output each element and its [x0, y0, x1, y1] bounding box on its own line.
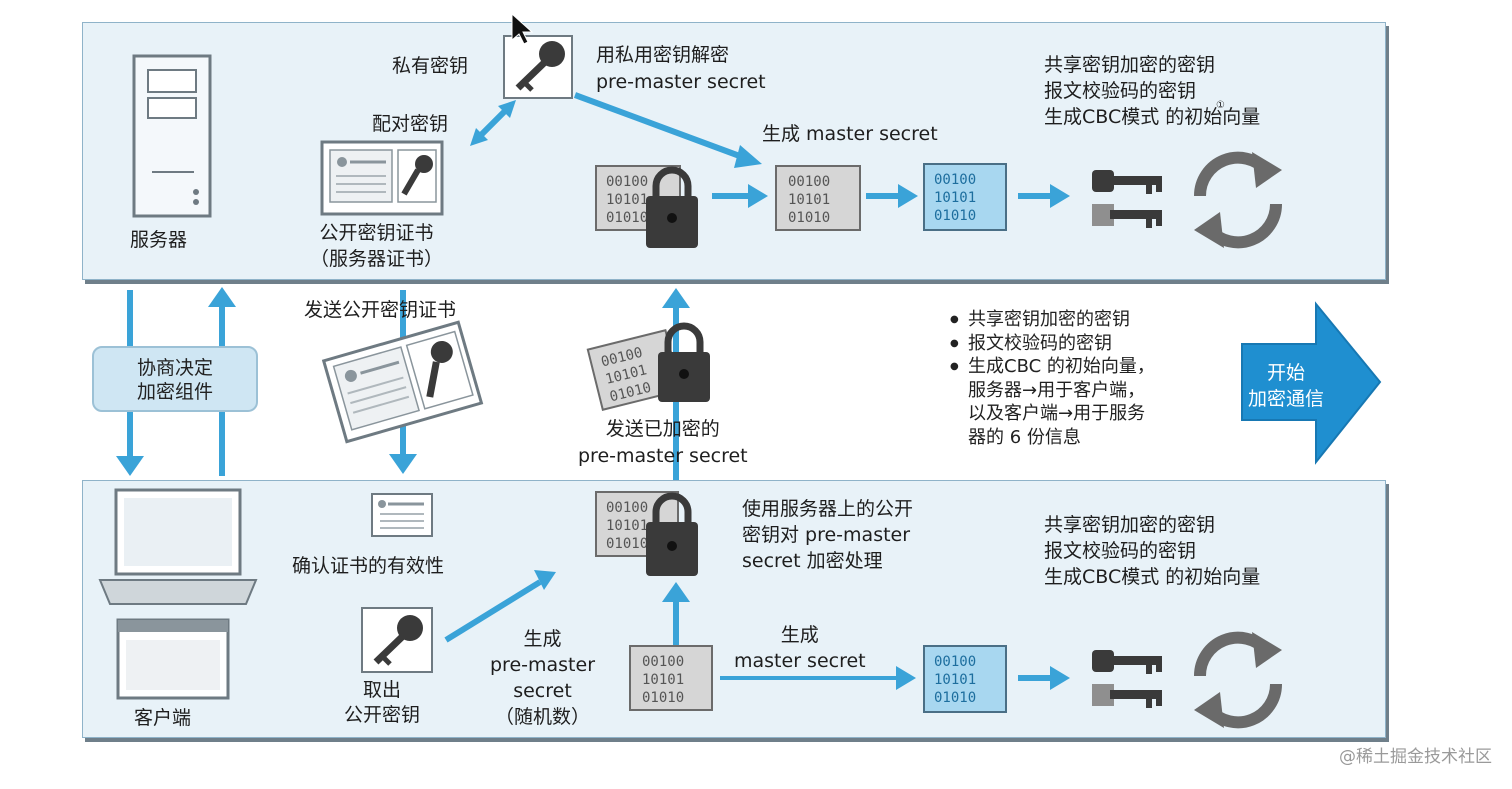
arrow-paired-key — [470, 100, 516, 146]
svg-text:00100: 00100 — [606, 174, 648, 190]
private-key-label: 私有密钥 — [392, 55, 469, 77]
arrow-encrypt-up — [662, 582, 690, 646]
client-certificate-icon — [371, 493, 433, 537]
session-keys-list: 共享密钥加密的密钥 报文校验码的密钥 生成CBC 的初始向量， 服务器→用于客户… — [950, 308, 1155, 449]
sent-locked-data-icon: 00100 10101 01010 — [586, 322, 710, 411]
start-encryption-arrow — [1241, 301, 1382, 465]
svg-text:10101: 10101 — [934, 190, 976, 206]
svg-text:10101: 10101 — [606, 518, 648, 534]
client-pre-master-icon: 00100 10101 01010 — [629, 645, 713, 711]
client-master-secret-icon: 00100 10101 01010 — [923, 645, 1007, 713]
svg-text:01010: 01010 — [642, 690, 684, 706]
arrow-client-3 — [1018, 666, 1070, 690]
arrow-decrypt — [573, 92, 762, 168]
list-item: 报文校验码的密钥 — [950, 332, 1155, 356]
svg-text:10101: 10101 — [642, 672, 684, 688]
arrow-take-key — [444, 570, 556, 643]
generate-pre-master-label: 生成 pre-master secret （随机数） — [490, 628, 596, 728]
client-keys-icon — [1092, 650, 1162, 708]
svg-text:10101: 10101 — [934, 672, 976, 688]
server-locked-data-icon: 00100 10101 01010 — [595, 165, 698, 248]
client-public-key-icon — [361, 607, 433, 673]
watermark: @稀土掘金技术社区 — [1339, 747, 1492, 767]
negotiate-cipher-suite-box: 协商决定 加密组件 — [92, 346, 258, 412]
svg-text:00100: 00100 — [788, 174, 830, 190]
server-pre-master-icon: 00100 10101 01010 — [775, 165, 861, 231]
start-encryption-label: 开始 加密通信 — [1248, 362, 1325, 410]
svg-text:00100: 00100 — [934, 654, 976, 670]
arrow-server-2 — [866, 184, 918, 208]
svg-text:00100: 00100 — [642, 654, 684, 670]
svg-text:01010: 01010 — [606, 210, 648, 226]
server-certificate-icon — [320, 140, 444, 216]
cbc-footnote-mark: ① — [1216, 100, 1225, 111]
list-item: 生成CBC 的初始向量， 服务器→用于客户端， 以及客户端→用于服务 器的 6 … — [950, 355, 1155, 449]
server-label: 服务器 — [130, 229, 188, 251]
svg-text:00100: 00100 — [606, 500, 648, 516]
take-key-label: 取出 公开密钥 — [344, 679, 421, 726]
encrypt-label: 使用服务器上的公开 密钥对 pre-master secret 加密处理 — [742, 498, 914, 572]
server-cert-label: 公开密钥证书 （服务器证书） — [310, 222, 444, 270]
list-item: 共享密钥加密的密钥 — [950, 308, 1155, 332]
server-generate-master-label: 生成 master secret — [762, 123, 938, 145]
svg-text:01010: 01010 — [606, 536, 648, 552]
client-locked-data-icon: 00100 10101 01010 — [595, 491, 698, 576]
client-label: 客户端 — [134, 707, 192, 729]
server-master-secret-icon: 00100 10101 01010 — [923, 163, 1007, 231]
svg-text:10101: 10101 — [788, 192, 830, 208]
svg-text:01010: 01010 — [788, 210, 830, 226]
paired-key-label: 配对密钥 — [372, 113, 449, 135]
server-derived-label: 共享密钥加密的密钥 报文校验码的密钥 生成CBC模式 的初始向量 — [1044, 54, 1261, 128]
sent-certificate-icon — [321, 320, 484, 444]
server-cycle-arrows-icon — [1193, 151, 1283, 249]
svg-text:00100: 00100 — [934, 172, 976, 188]
verify-cert-label: 确认证书的有效性 — [292, 555, 445, 577]
arrow-server-1 — [712, 184, 768, 208]
mouse-cursor-icon — [511, 12, 534, 45]
client-panel — [82, 480, 1386, 738]
server-keys-icon — [1092, 170, 1162, 228]
send-encrypted-label: 发送已加密的 pre-master secret — [578, 418, 748, 467]
send-cert-label: 发送公开密钥证书 — [304, 299, 457, 321]
svg-text:01010: 01010 — [934, 690, 976, 706]
svg-text:01010: 01010 — [934, 208, 976, 224]
arrow-server-3 — [1018, 184, 1070, 208]
svg-text:10101: 10101 — [606, 192, 648, 208]
decrypt-label: 用私用密钥解密 pre-master secret — [596, 44, 766, 93]
arrow-generate-master — [720, 666, 916, 690]
private-key-icon — [503, 35, 573, 99]
client-generate-master-label: 生成 master secret — [734, 624, 866, 672]
laptop-icon — [98, 488, 258, 605]
client-derived-label: 共享密钥加密的密钥 报文校验码的密钥 生成CBC模式 的初始向量 — [1044, 514, 1261, 588]
client-cycle-arrows-icon — [1193, 631, 1283, 729]
browser-window-icon — [116, 618, 230, 700]
server-icon — [132, 54, 212, 218]
